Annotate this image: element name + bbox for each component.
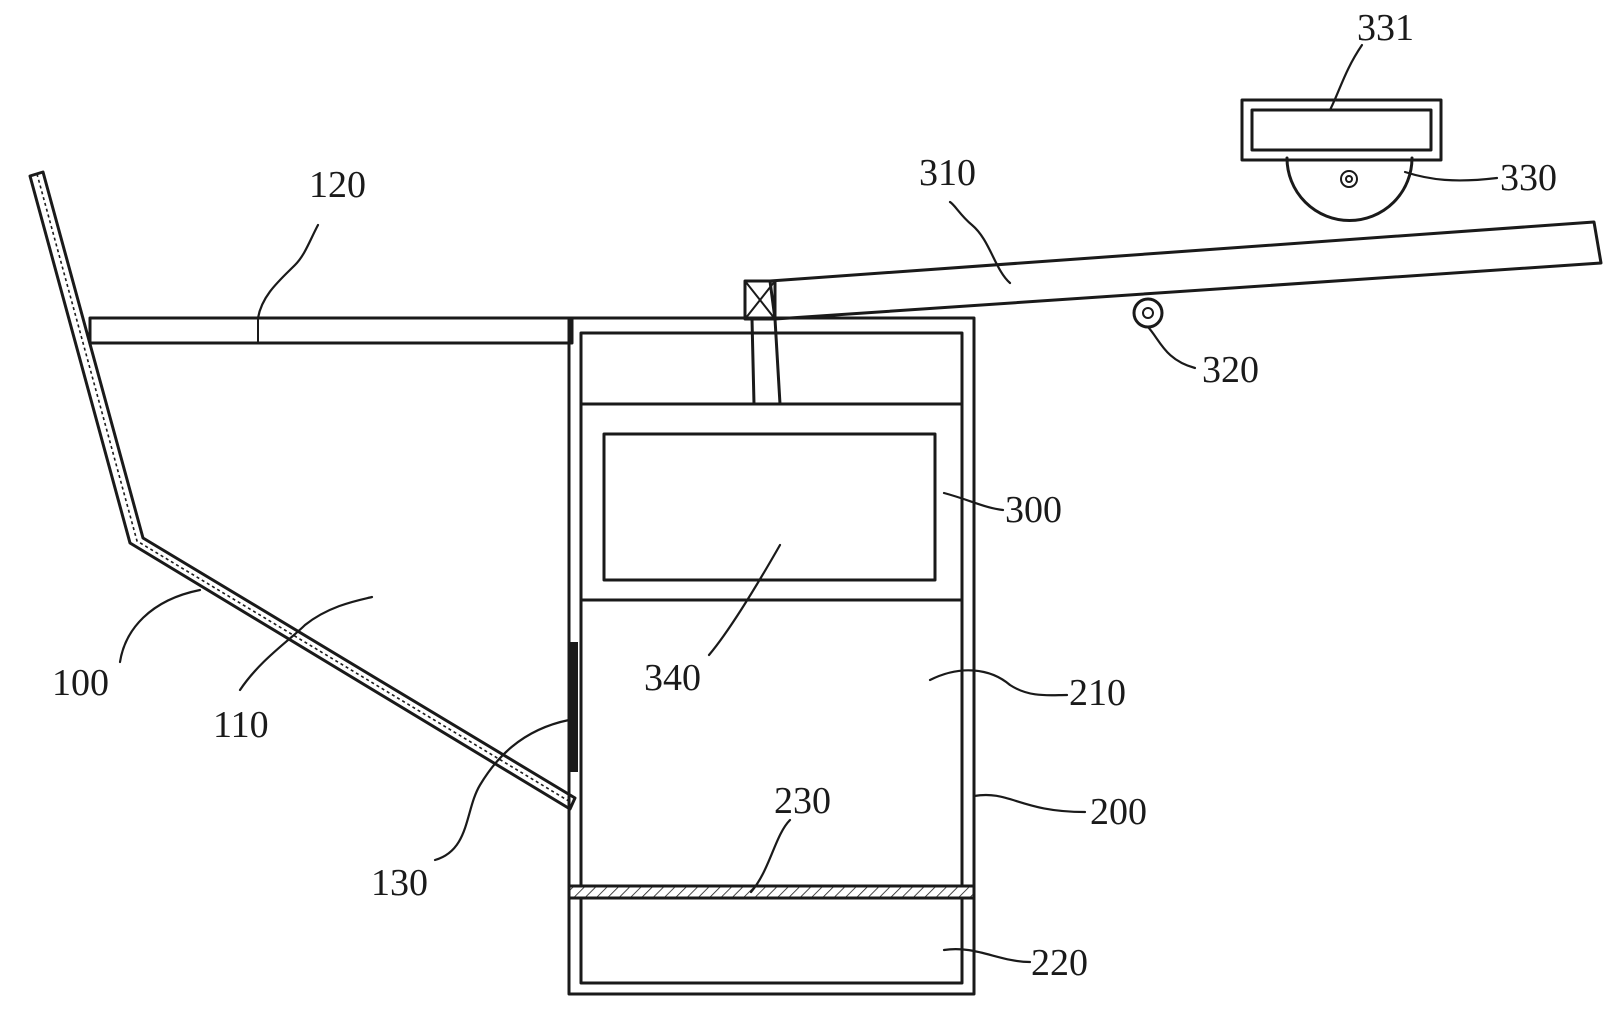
filter-screen-230 xyxy=(567,884,976,900)
leader-120 xyxy=(256,223,320,320)
top-bar-120 xyxy=(88,316,574,345)
label-210: 210 xyxy=(1069,672,1126,714)
label-300: 300 xyxy=(1005,489,1062,531)
label-120: 120 xyxy=(309,164,366,206)
saw-blade-330 xyxy=(1285,156,1414,222)
leader-340 xyxy=(707,543,782,657)
leader-310 xyxy=(948,200,1012,285)
label-330: 330 xyxy=(1500,157,1557,199)
roller-320 xyxy=(1132,297,1164,329)
leader-230 xyxy=(749,818,792,894)
pivot-post xyxy=(743,279,782,406)
seal-strip-130 xyxy=(569,642,578,772)
leader-300 xyxy=(942,491,1005,512)
arm-310 xyxy=(768,220,1603,321)
drawer-220 xyxy=(579,896,964,985)
motor-box-331 xyxy=(1240,98,1443,162)
leader-110 xyxy=(238,595,374,692)
reference-numerals: 100 110 120 130 200 210 220 230 300 310 … xyxy=(52,7,1557,984)
leader-220 xyxy=(942,948,1032,964)
label-340: 340 xyxy=(644,657,701,699)
leader-130 xyxy=(433,718,571,862)
leader-331 xyxy=(1328,43,1364,112)
leader-200 xyxy=(972,793,1087,814)
label-220: 220 xyxy=(1031,942,1088,984)
leader-330 xyxy=(1403,170,1499,182)
label-110: 110 xyxy=(213,704,269,746)
leader-210 xyxy=(928,669,1069,697)
label-100: 100 xyxy=(52,662,109,704)
window-340 xyxy=(602,432,937,582)
label-200: 200 xyxy=(1090,791,1147,833)
label-310: 310 xyxy=(919,152,976,194)
label-130: 130 xyxy=(371,862,428,904)
label-230: 230 xyxy=(774,780,831,822)
label-331: 331 xyxy=(1357,7,1414,49)
guide-rail-100 xyxy=(28,170,577,811)
leader-lines xyxy=(118,43,1499,964)
label-320: 320 xyxy=(1202,349,1259,391)
leader-100 xyxy=(118,588,202,664)
leader-320 xyxy=(1146,325,1197,370)
